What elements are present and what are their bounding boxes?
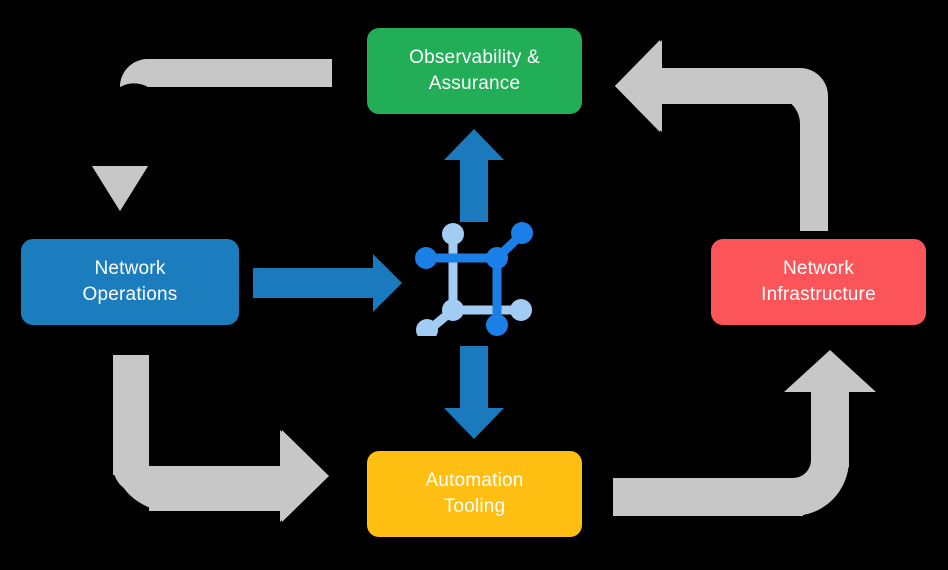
node-observability-assurance[interactable]: Observability & Assurance [367,28,582,114]
node-automation-tooling[interactable]: Automation Tooling [367,451,582,537]
gray-arrow-infrastructure-to-observability [615,40,828,231]
gray-arrow-operations-to-automation [113,355,329,522]
network-topology-icon [415,222,533,336]
gray-arrow-observability-to-operations [92,59,332,211]
blue-arrow-center-to-observability [444,129,504,222]
gray-arrow-automation-to-infrastructure [613,350,876,516]
blue-arrow-center-to-automation [444,346,504,439]
blue-arrow-operations-to-center [253,254,402,312]
node-network-operations[interactable]: Network Operations [21,239,239,325]
node-network-infrastructure[interactable]: Network Infrastructure [711,239,926,325]
